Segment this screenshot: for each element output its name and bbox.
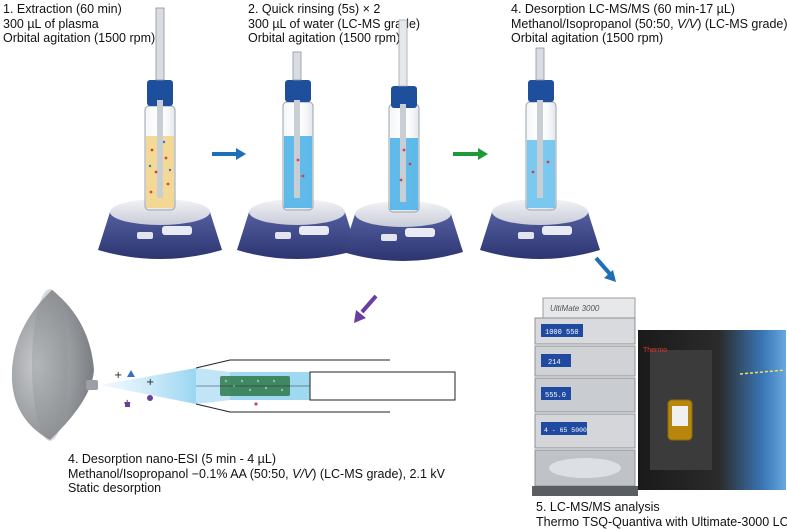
- step4a-solvent-a: Methanol/Isopropanol (50:50,: [511, 16, 678, 31]
- nano-esi-setup: + + +: [11, 289, 456, 441]
- lcms-instrument: Thermo UltiMate 3000 1000 550 214 555.0 …: [532, 297, 786, 496]
- step4a-caption: 4. Desorption LC-MS/MS (60 min-17 µL) Me…: [511, 2, 787, 46]
- step4b-solvent: Methanol/Isopropanol −0.1% AA (50:50, V/…: [68, 467, 445, 482]
- step5-caption: 5. LC-MS/MS analysis Thermo TSQ-Quantiva…: [536, 500, 787, 529]
- svg-text:+: +: [146, 377, 154, 388]
- step4b-mode: Static desorption: [68, 481, 162, 495]
- step4b-solvent-b: V/V: [292, 466, 313, 481]
- step4b-solvent-a: Methanol/Isopropanol −0.1% AA (50:50,: [68, 466, 293, 481]
- step1-agitation: Orbital agitation (1500 rpm): [3, 31, 156, 45]
- arrow-desorption-to-lcms: [594, 256, 616, 282]
- step2-caption: 2. Quick rinsing (5s) × 2 300 µL of wate…: [248, 2, 420, 46]
- arrow-to-nano-esi: [354, 294, 378, 323]
- step4b-solvent-c: ) (LC-MS grade), 2.1 kV: [312, 466, 445, 481]
- arrow-rinse-to-desorption: [453, 148, 488, 160]
- vortex-desorption: [480, 47, 600, 259]
- step2-volume: 300 µL of water (LC-MS grade): [248, 16, 421, 31]
- step2-title: 2. Quick rinsing (5s) × 2: [248, 2, 381, 16]
- step4a-title: 4. Desorption LC-MS/MS (60 min-17 µL): [511, 2, 735, 16]
- step4b-caption: 4. Desorption nano-ESI (5 min - 4 µL) Me…: [68, 452, 445, 496]
- step1-volume: 300 µL of plasma: [3, 16, 99, 31]
- vortex-rinse-1: [237, 51, 357, 259]
- vortex-rinse-2: [343, 19, 463, 261]
- lc-display-4: 4 - 65 5000: [544, 427, 587, 434]
- lc-brand: UltiMate 3000: [550, 304, 600, 313]
- ms-brand: Thermo: [643, 347, 667, 354]
- step5-title: 5. LC-MS/MS analysis: [536, 500, 660, 514]
- vortex-extraction: [98, 7, 222, 259]
- step4a-agitation: Orbital agitation (1500 rpm): [511, 31, 664, 45]
- step5-instrument: Thermo TSQ-Quantiva with Ultimate-3000 L…: [536, 514, 787, 529]
- step1-caption: 1. Extraction (60 min) 300 µL of plasma …: [3, 2, 155, 46]
- step4b-title: 4. Desorption nano-ESI (5 min - 4 µL): [68, 452, 276, 466]
- step1-title: 1. Extraction (60 min): [3, 2, 122, 16]
- arrow-extraction-to-rinse: [212, 148, 246, 160]
- step4a-solvent-c: ) (LC-MS grade): [697, 16, 787, 31]
- step4a-solvent: Methanol/Isopropanol (50:50, V/V) (LC-MS…: [511, 17, 787, 32]
- lc-display-3: 555.0: [545, 392, 566, 400]
- lc-display-1: 1000 550: [545, 329, 579, 337]
- step4a-solvent-b: V/V: [677, 16, 698, 31]
- lc-display-2: 214: [548, 359, 561, 367]
- step2-agitation: Orbital agitation (1500 rpm): [248, 31, 401, 45]
- svg-text:+: +: [114, 370, 122, 381]
